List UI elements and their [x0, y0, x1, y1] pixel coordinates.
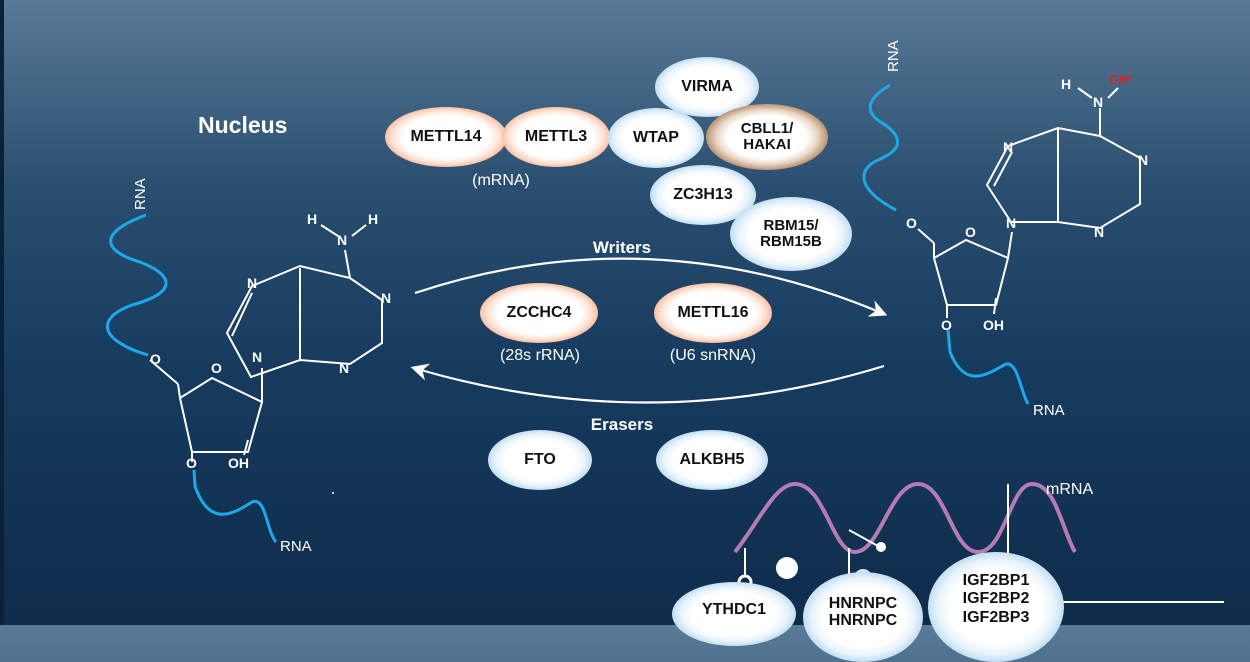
protein-fto: FTO — [488, 430, 592, 490]
eraser-arrow — [410, 363, 885, 404]
protein-wtap: WTAP — [608, 108, 704, 168]
writers-label: Writers — [592, 238, 652, 257]
left-n-glyco: N — [252, 349, 262, 365]
hnrnpc-line1: HNRNPC — [828, 595, 898, 612]
protein-alkbh5: ALKBH5 — [656, 430, 768, 490]
right-rna-strand-top — [862, 83, 899, 212]
left-h1: H — [307, 211, 317, 227]
methyl-dot-1 — [776, 557, 798, 579]
right-rna-bottom-label: RNA — [1033, 402, 1065, 419]
methyl-dot-3 — [876, 542, 886, 552]
left-oh: OH — [228, 455, 249, 471]
writer-arrow — [414, 257, 888, 317]
diagram-canvas: H H N N N N N O O O OH RNA RNA H CH³ N N — [105, 40, 1148, 588]
hnrnpc-line2: HNRNPC — [828, 611, 898, 629]
rbm15-line2: RBM15B — [760, 233, 822, 250]
left-rna-strand-bottom — [192, 469, 278, 543]
igf-line1: IGF2BP1 — [962, 572, 1030, 589]
protein-mettl3: METTL3 — [502, 107, 610, 167]
mrna-wave — [733, 481, 1077, 555]
left-edge-bar — [0, 0, 4, 625]
right-n-ring3: N — [1094, 224, 1104, 240]
left-n-ring1: N — [247, 275, 257, 291]
right-n-glyco: N — [1006, 215, 1016, 231]
protein-cbll1-hakai: CBLL1/ HAKAI — [706, 104, 828, 170]
right-oh: OH — [983, 317, 1004, 333]
nucleus-label: Nucleus — [198, 112, 288, 138]
right-n-ring1: N — [1003, 139, 1013, 155]
protein-hnrnpc: HNRNPC HNRNPC — [803, 572, 923, 662]
protein-mettl14: METTL14 — [385, 107, 507, 167]
right-h: H — [1061, 76, 1071, 92]
right-o-ring: O — [965, 224, 976, 240]
right-n-ring2: N — [1138, 152, 1148, 168]
left-rna-strand-top — [105, 213, 168, 357]
protein-igf2bp: IGF2BP1 IGF2BP2 IGF2BP3 — [928, 552, 1064, 662]
cbll1-line1: CBLL1/ — [740, 120, 794, 138]
protein-ythdc1: YTHDC1 — [672, 582, 796, 646]
rbm15-line1: RBM15/ — [763, 217, 819, 235]
right-m6a — [862, 83, 1141, 405]
protein-rbm15: RBM15/ RBM15B — [730, 197, 852, 271]
zcchc4-target-label: (28s rRNA) — [499, 347, 581, 364]
protein-zcchc4: ZCCHC4 — [480, 283, 598, 343]
left-o-5prime: O — [150, 351, 161, 367]
right-o-5prime: O — [906, 215, 917, 231]
left-rna-top-label: RNA — [132, 178, 149, 210]
right-o-3prime: O — [941, 317, 952, 333]
left-rna-bottom-label: RNA — [280, 538, 312, 555]
igf-line3: IGF2BP3 — [962, 608, 1030, 626]
right-methyl: CH³ — [1109, 72, 1133, 87]
right-rna-strand-bottom — [946, 329, 1030, 405]
erasers-label: Erasers — [590, 415, 654, 434]
left-h2: H — [368, 211, 378, 227]
mettl16-target-label: (U6 snRNA) — [669, 347, 757, 364]
left-n-ring2: N — [381, 290, 391, 306]
right-n-amine: N — [1093, 94, 1103, 110]
protein-mettl16: METTL16 — [654, 283, 772, 343]
right-rna-top-label: RNA — [885, 40, 902, 72]
left-adenosine — [105, 213, 383, 543]
mrna-label: mRNA — [1046, 481, 1094, 498]
left-n-ring3: N — [339, 360, 349, 376]
complex-target-label: (mRNA) — [472, 172, 530, 189]
left-n-amine: N — [337, 232, 347, 248]
left-o-ring: O — [211, 360, 222, 376]
igf-line2: IGF2BP2 — [962, 590, 1030, 608]
protein-virma: VIRMA — [655, 57, 759, 117]
cbll1-line2: HAKAI — [743, 136, 791, 153]
left-o-3prime: O — [186, 455, 197, 471]
